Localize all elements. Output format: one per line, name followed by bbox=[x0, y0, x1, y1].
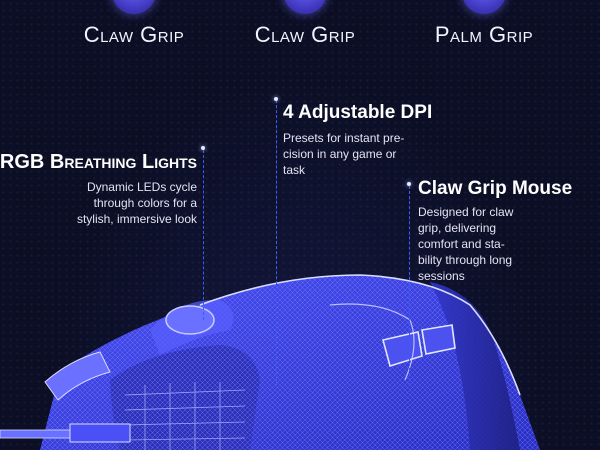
leader-line-rgb bbox=[203, 150, 204, 320]
feature-description: Presets for instant pre- cision in any g… bbox=[283, 130, 463, 178]
feature-desc-line: cision in any game or bbox=[283, 146, 397, 161]
leader-dot-rgb bbox=[201, 146, 205, 150]
grip-badge-icon bbox=[283, 0, 327, 14]
feature-desc-line: Designed for claw bbox=[418, 204, 514, 219]
grip-badge-icon bbox=[462, 0, 506, 14]
grip-label: Palm Grip bbox=[434, 22, 534, 47]
leader-line-dpi bbox=[276, 100, 277, 385]
feature-description: Designed for claw grip, delivering comfo… bbox=[418, 204, 598, 284]
feature-desc-line: grip, delivering bbox=[418, 220, 497, 235]
feature-title: RGB Breathing Lights bbox=[0, 151, 197, 173]
feature-claw-grip-mouse: Claw Grip Mouse Designed for claw grip, … bbox=[418, 178, 598, 284]
feature-desc-line: through colors for a bbox=[93, 196, 197, 210]
leader-dot-dpi bbox=[274, 97, 278, 101]
feature-desc-line: bility through long bbox=[418, 252, 513, 267]
feature-desc-line: sessions bbox=[418, 268, 465, 283]
feature-desc-line: stylish, immersive look bbox=[76, 212, 197, 226]
feature-desc-line: Dynamic LEDs cycle bbox=[86, 180, 197, 194]
leader-dot-claw bbox=[407, 182, 411, 186]
leader-line-claw bbox=[409, 186, 410, 386]
feature-title: Claw Grip Mouse bbox=[418, 178, 573, 199]
grip-label: Claw Grip bbox=[83, 22, 185, 47]
feature-title: 4 Adjustable DPI bbox=[283, 102, 433, 123]
feature-rgb-lights: RGB Breathing Lights Dynamic LEDs cycle … bbox=[0, 151, 197, 227]
grip-badge-icon bbox=[112, 0, 156, 14]
feature-adjustable-dpi: 4 Adjustable DPI Presets for instant pre… bbox=[283, 102, 463, 178]
grip-label: Claw Grip bbox=[254, 22, 356, 47]
feature-desc-line: comfort and sta- bbox=[418, 236, 505, 251]
feature-description: Dynamic LEDs cycle through colors for a … bbox=[0, 179, 197, 227]
feature-desc-line: Presets for instant pre- bbox=[283, 130, 405, 145]
feature-desc-line: task bbox=[283, 162, 306, 177]
